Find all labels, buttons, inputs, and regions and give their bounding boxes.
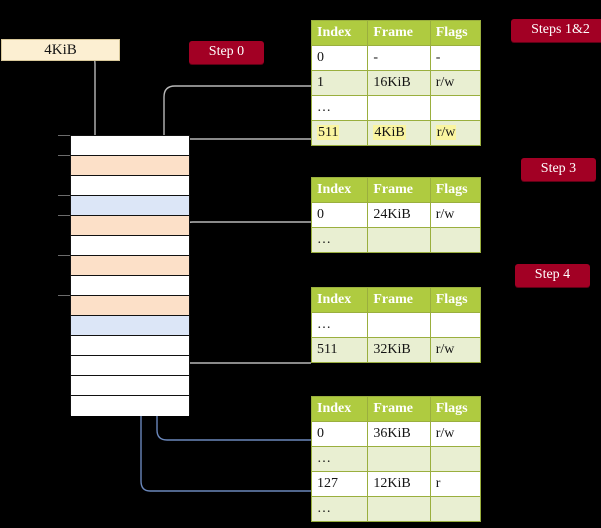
cell-frame: 36KiB bbox=[367, 421, 431, 447]
badge-step-0: Step 0 bbox=[189, 41, 264, 64]
memory-frame-row bbox=[71, 136, 189, 156]
table-row[interactable]: … bbox=[310, 446, 482, 472]
cell-frame: 12KiB bbox=[367, 471, 431, 497]
badge-steps-1-2: Steps 1&2 bbox=[511, 19, 601, 42]
memory-frame-row bbox=[71, 356, 189, 376]
cell-flags: r/w bbox=[429, 202, 482, 228]
column-header-flags: Flags bbox=[429, 396, 482, 422]
cell-flags bbox=[429, 496, 482, 522]
memory-frame-row bbox=[71, 236, 189, 256]
column-header-frame: Frame bbox=[367, 20, 431, 46]
table-row[interactable]: … bbox=[310, 496, 482, 522]
cell-index: 511 bbox=[310, 120, 369, 146]
memory-frame-row bbox=[71, 316, 189, 336]
column-header-frame: Frame bbox=[367, 177, 431, 203]
table-row[interactable]: … bbox=[310, 312, 482, 338]
cell-index: 0 bbox=[310, 45, 369, 71]
cell-frame bbox=[367, 496, 431, 522]
column-header-index: Index bbox=[310, 287, 369, 313]
memory-frame-tick bbox=[58, 135, 70, 136]
column-header-index: Index bbox=[310, 20, 369, 46]
highlight-mark: r/w bbox=[435, 124, 457, 140]
memory-frame-row bbox=[71, 336, 189, 356]
cell-flags bbox=[429, 227, 482, 253]
cell-index: 127 bbox=[310, 471, 369, 497]
cell-flags: r bbox=[429, 471, 482, 497]
memory-frame-row bbox=[71, 296, 189, 316]
cell-flags bbox=[429, 312, 482, 338]
cell-index: … bbox=[310, 95, 369, 121]
memory-frame-row bbox=[71, 196, 189, 216]
memory-frame-tick bbox=[58, 195, 70, 196]
cell-frame: - bbox=[367, 45, 431, 71]
cell-frame: 4KiB bbox=[367, 120, 431, 146]
cell-flags: r/w bbox=[429, 70, 482, 96]
column-header-index: Index bbox=[310, 396, 369, 422]
physical-memory-column bbox=[70, 135, 190, 416]
cell-index: 1 bbox=[310, 70, 369, 96]
highlight-mark: 511 bbox=[317, 124, 340, 140]
cell-index: 511 bbox=[310, 337, 369, 363]
cell-flags: r/w bbox=[429, 337, 482, 363]
column-header-frame: Frame bbox=[367, 287, 431, 313]
memory-frame-row bbox=[71, 256, 189, 276]
cell-index: … bbox=[310, 227, 369, 253]
cell-flags bbox=[429, 95, 482, 121]
memory-frame-row bbox=[71, 396, 189, 416]
cell-flags bbox=[429, 446, 482, 472]
badge-step-4: Step 4 bbox=[515, 264, 590, 287]
cell-index: … bbox=[310, 312, 369, 338]
badge-step-3: Step 3 bbox=[521, 158, 596, 181]
cell-frame bbox=[367, 227, 431, 253]
memory-frame-row bbox=[71, 376, 189, 396]
cell-frame bbox=[367, 312, 431, 338]
highlight-mark: 4KiB bbox=[373, 124, 406, 140]
column-header-index: Index bbox=[310, 177, 369, 203]
memory-frame-row bbox=[71, 216, 189, 236]
cell-flags: r/w bbox=[429, 421, 482, 447]
cell-index: … bbox=[310, 446, 369, 472]
cell-frame: 32KiB bbox=[367, 337, 431, 363]
virtual-page-label: 4KiB bbox=[44, 42, 77, 58]
memory-frame-tick bbox=[58, 295, 70, 296]
memory-frame-row bbox=[71, 276, 189, 296]
cell-frame: 16KiB bbox=[367, 70, 431, 96]
column-header-flags: Flags bbox=[429, 287, 482, 313]
table-row[interactable]: 0-- bbox=[310, 45, 482, 71]
column-header-flags: Flags bbox=[429, 20, 482, 46]
column-header-frame: Frame bbox=[367, 396, 431, 422]
cell-index: 0 bbox=[310, 202, 369, 228]
cell-frame: 24KiB bbox=[367, 202, 431, 228]
table-row[interactable]: … bbox=[310, 227, 482, 253]
column-header-flags: Flags bbox=[429, 177, 482, 203]
cell-index: … bbox=[310, 496, 369, 522]
cell-frame bbox=[367, 446, 431, 472]
table-row[interactable]: 511 4KiB r/w bbox=[310, 120, 482, 146]
memory-frame-tick bbox=[58, 215, 70, 216]
memory-frame-row bbox=[71, 156, 189, 176]
table-row[interactable]: … bbox=[310, 95, 482, 121]
virtual-page-box: 4KiB bbox=[1, 39, 120, 61]
memory-frame-tick bbox=[58, 255, 70, 256]
cell-index: 0 bbox=[310, 421, 369, 447]
wire-step4-pd bbox=[176, 316, 311, 364]
cell-frame bbox=[367, 95, 431, 121]
cell-flags: r/w bbox=[429, 120, 482, 146]
cell-flags: - bbox=[429, 45, 482, 71]
memory-frame-tick bbox=[58, 155, 70, 156]
memory-frame-row bbox=[71, 176, 189, 196]
